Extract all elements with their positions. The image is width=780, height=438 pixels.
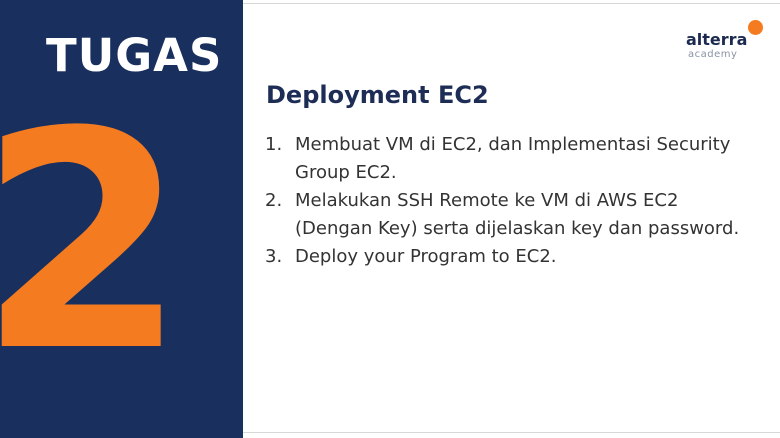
list-item-number: 1. <box>265 134 283 155</box>
list-item: 2. Melakukan SSH Remote ke VM di AWS EC2… <box>265 187 755 243</box>
list-item-text: Deploy your Program to EC2. <box>295 246 557 267</box>
logo-dot-icon <box>748 20 763 35</box>
top-divider <box>243 3 780 4</box>
list-item-number: 3. <box>265 246 283 267</box>
logo-subtitle: academy <box>688 49 738 60</box>
list-item-text: Membuat VM di EC2, dan Implementasi Secu… <box>295 134 731 183</box>
task-list: 1. Membuat VM di EC2, dan Implementasi S… <box>265 131 755 271</box>
left-panel: TUGAS 2 <box>0 0 243 438</box>
logo-wordmark: alterra <box>686 30 748 49</box>
alterra-logo: alterra academy <box>684 20 768 64</box>
page-title: Deployment EC2 <box>266 81 489 109</box>
tugas-title: TUGAS <box>46 29 223 82</box>
bottom-divider <box>243 432 780 433</box>
list-item: 1. Membuat VM di EC2, dan Implementasi S… <box>265 131 755 187</box>
list-item-number: 2. <box>265 190 283 211</box>
list-item-text: Melakukan SSH Remote ke VM di AWS EC2 (D… <box>295 190 740 239</box>
list-item: 3. Deploy your Program to EC2. <box>265 243 755 271</box>
task-number: 2 <box>0 68 187 417</box>
